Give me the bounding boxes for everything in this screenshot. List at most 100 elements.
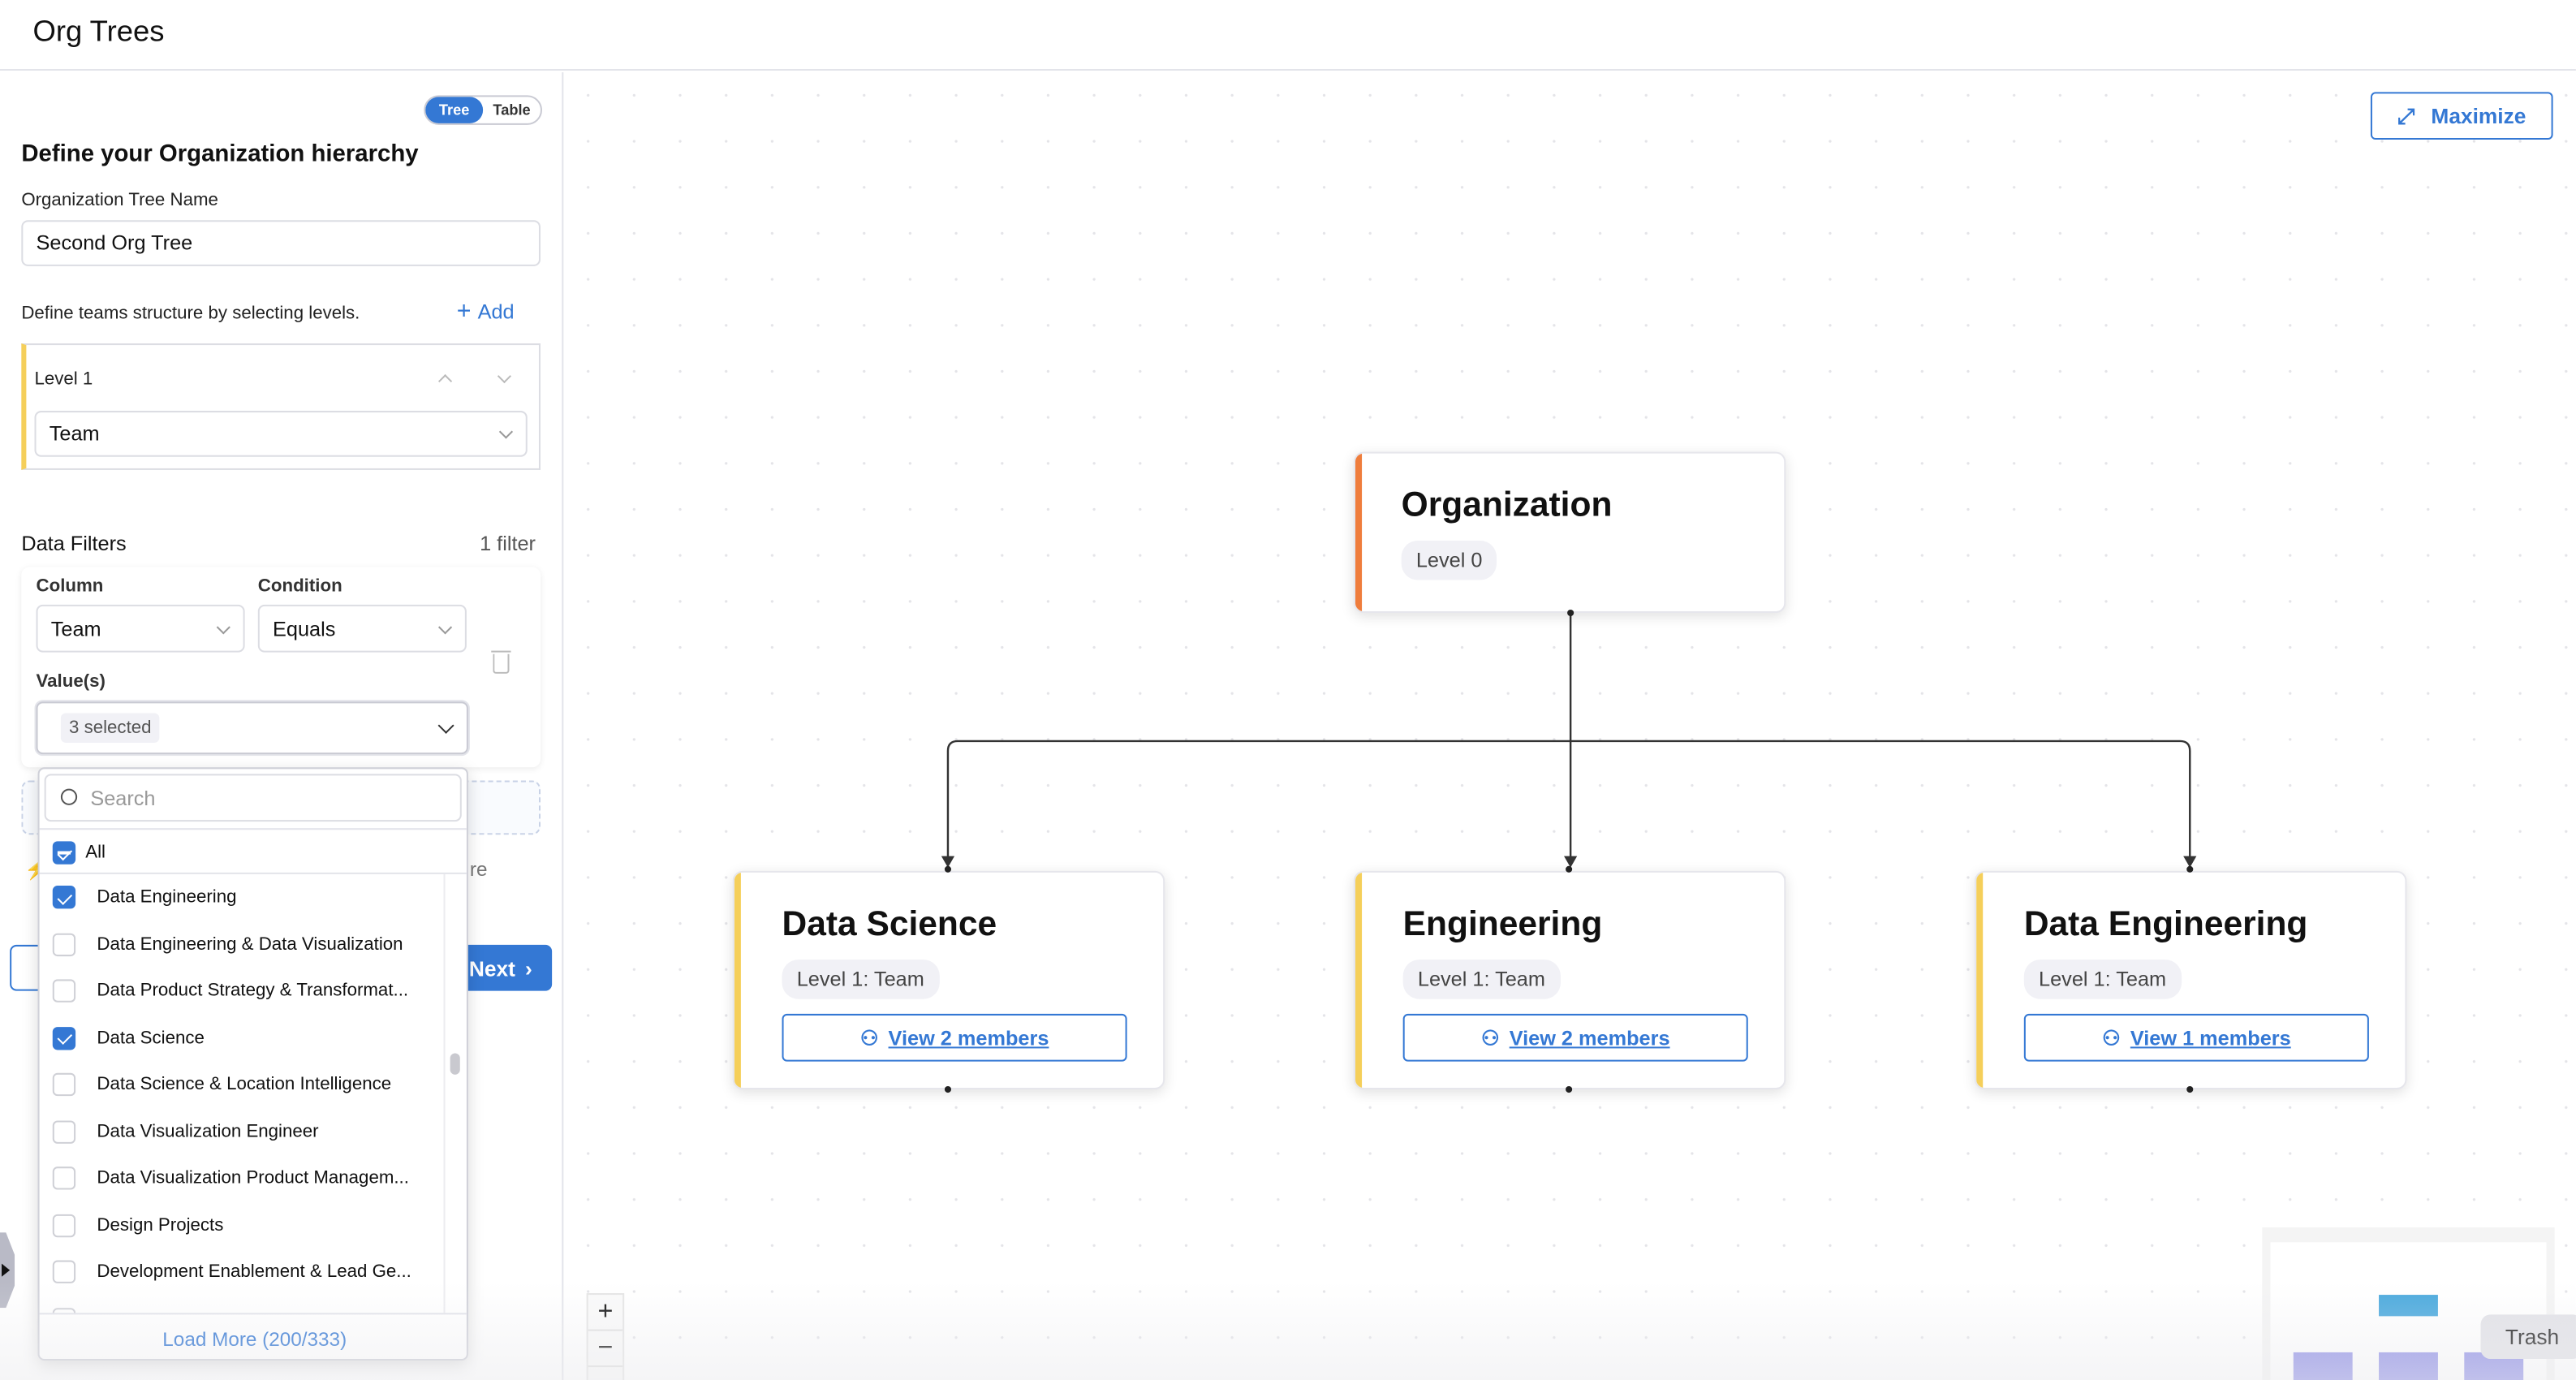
chevron-right-icon: › (525, 955, 532, 981)
members-icon: ⚇ (1480, 1027, 1500, 1050)
members-icon: ⚇ (2101, 1027, 2121, 1050)
option-label: Data Product Strategy & Transformat... (97, 981, 409, 1001)
view-members-button[interactable]: ⚇ View 1 members (2023, 1013, 2369, 1062)
option-checkbox[interactable] (52, 1026, 76, 1050)
maximize-button[interactable]: ⤢ Maximize (2370, 92, 2553, 140)
dropdown-search-input[interactable]: Search (44, 774, 462, 822)
dropdown-option[interactable]: Data Engineering (40, 874, 444, 921)
filters-count: 1 filter (480, 532, 536, 556)
expand-icon: ⤢ (2397, 102, 2415, 127)
node-handle[interactable] (1566, 1085, 1573, 1093)
level-color-bar (1355, 453, 1363, 612)
option-label: Data Engineering & Data Visualization (97, 934, 403, 955)
toggle-tree[interactable]: Tree (425, 97, 484, 123)
org-node-child[interactable]: Data Engineering Level 1: Team ⚇ View 1 m… (1975, 870, 2407, 1090)
filters-title: Data Filters (21, 532, 127, 556)
level-chip: Level 1: Team (2023, 960, 2182, 999)
toggle-table[interactable]: Table (493, 101, 531, 119)
org-node-child[interactable]: Engineering Level 1: Team ⚇View 2 member… (1353, 870, 1786, 1090)
section-heading: Define your Organization hierarchy (21, 141, 419, 168)
add-level-button[interactable]: +Add (456, 297, 515, 326)
zoom-out-button[interactable]: − (588, 1331, 623, 1368)
dropdown-option[interactable]: Design Projects (40, 1202, 444, 1248)
members-icon: ⚇ (859, 1027, 879, 1050)
option-checkbox[interactable] (52, 1260, 76, 1283)
arrow-head (2183, 856, 2197, 868)
level-label: Level 1 (34, 369, 93, 390)
option-label: Data Engineering (97, 887, 237, 908)
option-checkbox[interactable] (52, 1072, 76, 1097)
level-chip: Level 0 (1401, 540, 1497, 580)
option-label: Data Visualization Product Managem... (97, 1168, 409, 1188)
search-placeholder: Search (90, 786, 156, 809)
arrow-head (1564, 856, 1578, 868)
connector-child-1 (946, 740, 1571, 861)
select-all-checkbox-indeterminate[interactable] (52, 841, 76, 865)
app-header: Org Trees (0, 0, 2576, 71)
dropdown-option[interactable]: Development Enablement & Lead Ge... (40, 1248, 444, 1295)
view-members-button[interactable]: ⚇View 2 members (782, 1013, 1127, 1062)
node-handle[interactable] (1566, 865, 1573, 873)
dropdown-option[interactable]: Data Science & Location Intelligence (40, 1062, 444, 1108)
dropdown-option[interactable]: Data Product Strategy & Transformat... (40, 968, 444, 1014)
values-multiselect[interactable]: 3 selected (36, 701, 468, 755)
node-handle[interactable] (2186, 1085, 2194, 1093)
option-checkbox[interactable] (52, 979, 76, 1003)
condition-label: Condition (257, 576, 342, 597)
option-label: Data Science (97, 1028, 205, 1048)
view-toggle[interactable]: Tree Table (424, 95, 542, 125)
org-node-child[interactable]: Data Science Level 1: Team ⚇View 2 membe… (732, 870, 1165, 1090)
arrow-head (941, 856, 955, 868)
option-checkbox[interactable] (52, 932, 76, 956)
option-checkbox[interactable] (52, 1213, 76, 1237)
minimap-root-node (2379, 1295, 2438, 1317)
maximize-label: Maximize (2431, 103, 2526, 128)
node-handle[interactable] (1567, 609, 1574, 617)
hidden-text: re (469, 857, 488, 881)
node-handle[interactable] (944, 1085, 952, 1093)
option-label: Data Science & Location Intelligence (97, 1074, 392, 1095)
option-checkbox[interactable] (52, 1167, 76, 1190)
view-members-label: View 1 members (2130, 1026, 2291, 1050)
zoom-controls: + − (586, 1293, 625, 1380)
tree-name-input[interactable]: Second Org Tree (21, 220, 541, 266)
scrollbar-track (443, 873, 446, 1313)
dropdown-option[interactable]: Data Engineering & Data Visualization (40, 921, 444, 968)
option-label: Development Enablement & Lead Ge... (97, 1261, 411, 1282)
scrollbar-thumb[interactable] (450, 1053, 460, 1075)
node-handle[interactable] (944, 865, 952, 873)
zoom-in-button[interactable]: + (588, 1295, 623, 1331)
plus-icon: + (456, 297, 472, 326)
connector-child-3 (1570, 740, 2191, 861)
condition-select[interactable]: Equals (257, 604, 467, 653)
dropdown-option[interactable]: Data Visualization Product Managem... (40, 1155, 444, 1201)
node-handle[interactable] (2186, 865, 2194, 873)
level-select[interactable]: Team (34, 411, 528, 457)
column-select[interactable]: Team (36, 604, 245, 653)
view-members-button[interactable]: ⚇View 2 members (1402, 1013, 1748, 1062)
level-chip: Level 1: Team (1402, 960, 1561, 999)
level-card: Level 1 Team (21, 343, 541, 470)
minimap-child-node (2293, 1352, 2353, 1380)
org-node-root[interactable]: Organization Level 0 (1353, 451, 1786, 614)
next-label: Next (468, 955, 515, 981)
node-title: Data Engineering (2023, 905, 2308, 943)
page-title: Org Trees (32, 15, 165, 48)
dropdown-option[interactable]: Data Visualization Engineer (40, 1108, 444, 1154)
condition-value: Equals (273, 617, 336, 640)
level-chip: Level 1: Team (782, 960, 940, 999)
trash-icon[interactable] (491, 650, 511, 674)
dropdown-option[interactable]: Data Science (40, 1015, 444, 1061)
option-label: Design Projects (97, 1214, 224, 1236)
option-checkbox[interactable] (52, 1119, 76, 1143)
level-color-bar (1976, 872, 1984, 1089)
node-title: Engineering (1402, 905, 1603, 943)
search-icon (60, 788, 78, 805)
column-label: Column (36, 576, 104, 597)
level-color-bar (734, 872, 741, 1089)
option-checkbox[interactable] (52, 886, 76, 909)
play-icon (2, 1263, 11, 1277)
select-all-row[interactable]: All (39, 828, 467, 874)
